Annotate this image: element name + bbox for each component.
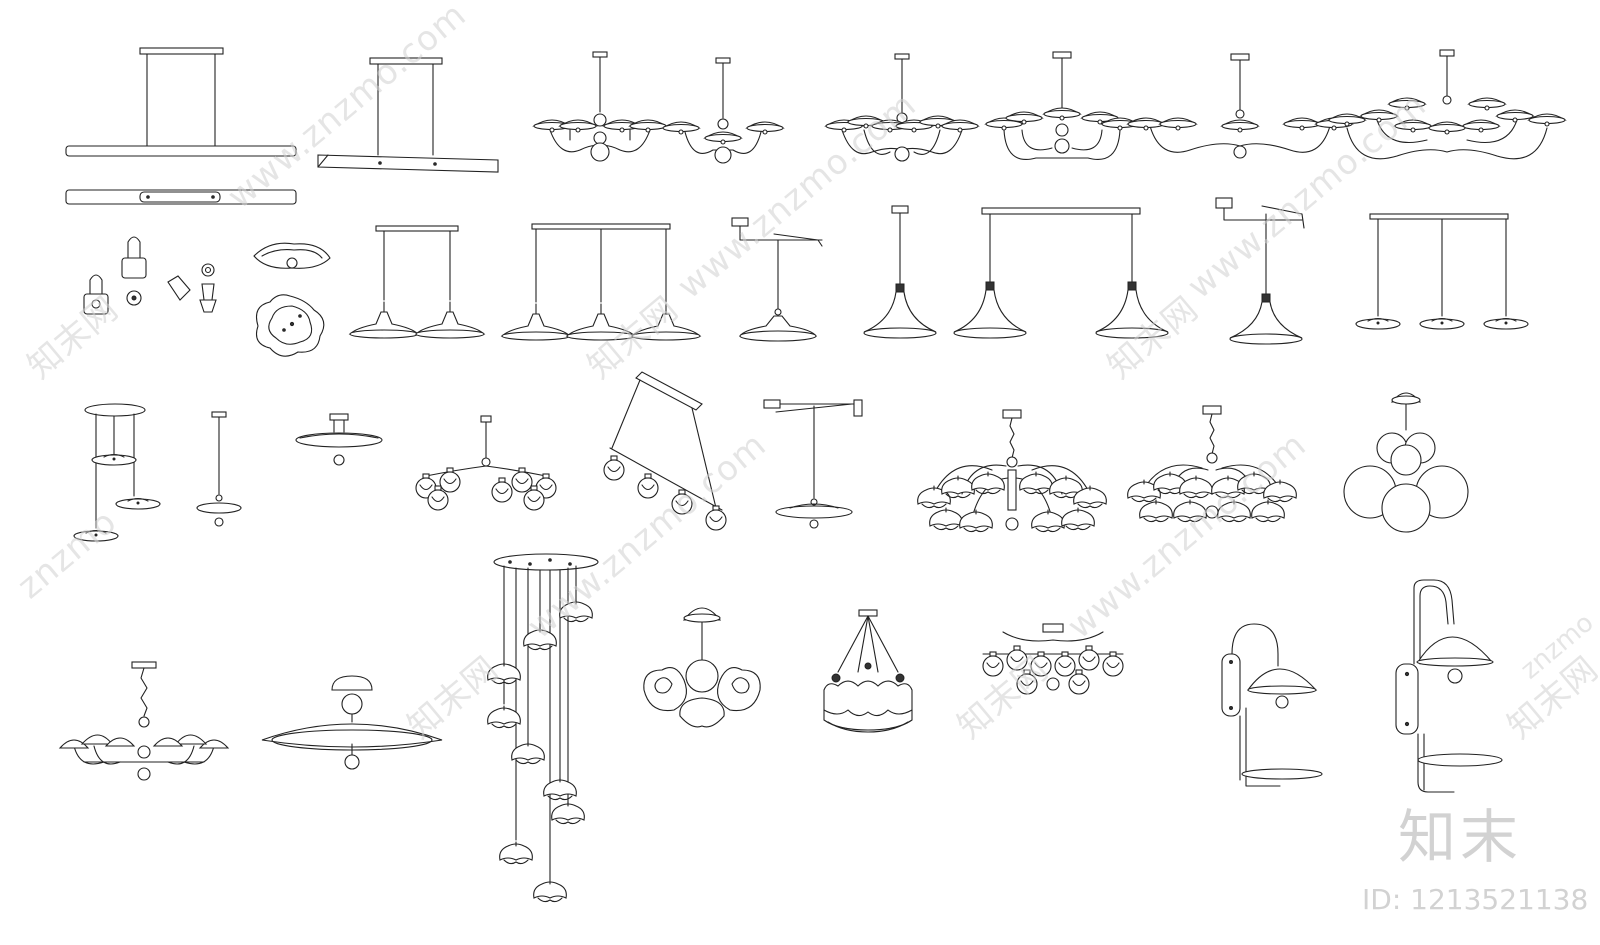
chandelier-1: [533, 51, 667, 162]
diagonal-globe-pendant: [603, 371, 727, 531]
watermark-text: www.znzmo.com: [670, 85, 924, 307]
swing-arm-pendant-2: [1215, 197, 1305, 345]
trumpet-pendant: [863, 205, 937, 339]
large-disc-pendant: [261, 675, 443, 770]
brand-logo: 知末: [1398, 803, 1523, 871]
watermark-text: www.znzmo.com: [220, 0, 474, 217]
swing-arm-pendant-1: [731, 217, 823, 342]
wall-arm-pendant: [763, 399, 863, 529]
watermark-text: 知末网: [400, 649, 506, 747]
chandelier-2: [662, 57, 784, 164]
cluster-saucer-pendant: [73, 403, 161, 542]
spotlight-fixtures: [83, 236, 217, 315]
wall-sconce-2: [1395, 579, 1503, 793]
single-disc-pendant: [196, 411, 242, 527]
globe-chandelier: [415, 415, 557, 511]
flush-disc-ceiling: [295, 413, 383, 466]
crown-bowl-pendant: [823, 609, 913, 733]
cascade-lotus-pendant: [487, 553, 599, 903]
linear-pendant-1: [65, 47, 297, 205]
bubble-globe-pendant: [1343, 392, 1469, 533]
chandelier-4: [985, 51, 1139, 160]
globe-ceiling-chandelier: [982, 623, 1124, 695]
watermark-text: www.znzmo.com: [1060, 425, 1314, 647]
lotus-chandelier-1: [917, 409, 1107, 533]
watermark-text: znzmo: [10, 502, 125, 607]
rose-flower-pendant: [643, 607, 761, 728]
linear-pendant-2: [317, 57, 499, 173]
watermark-text: www.znzmo.com: [520, 425, 774, 647]
watermark-text: 知末网: [20, 289, 126, 387]
chandelier-6: [1328, 49, 1566, 160]
chandelier-3: [825, 53, 979, 162]
wall-sconce-1: [1221, 623, 1323, 787]
trumpet-twin-pendant: [953, 207, 1169, 339]
lotus-chandelier-2: [1127, 405, 1297, 523]
triple-saucer-pendant: [1355, 213, 1529, 330]
twin-pendant: [349, 225, 485, 339]
ornate-ceiling-rose: [253, 242, 331, 357]
drawing-id-label: ID: 1213521138: [1362, 883, 1589, 916]
saucer-ring-chandelier: [58, 661, 230, 781]
watermark-layer: www.znzmo.com 知末网 www.znzmo.com 知末网 知末网 …: [10, 0, 1600, 747]
triple-pendant: [501, 223, 701, 341]
chandelier-5: [1127, 53, 1353, 159]
